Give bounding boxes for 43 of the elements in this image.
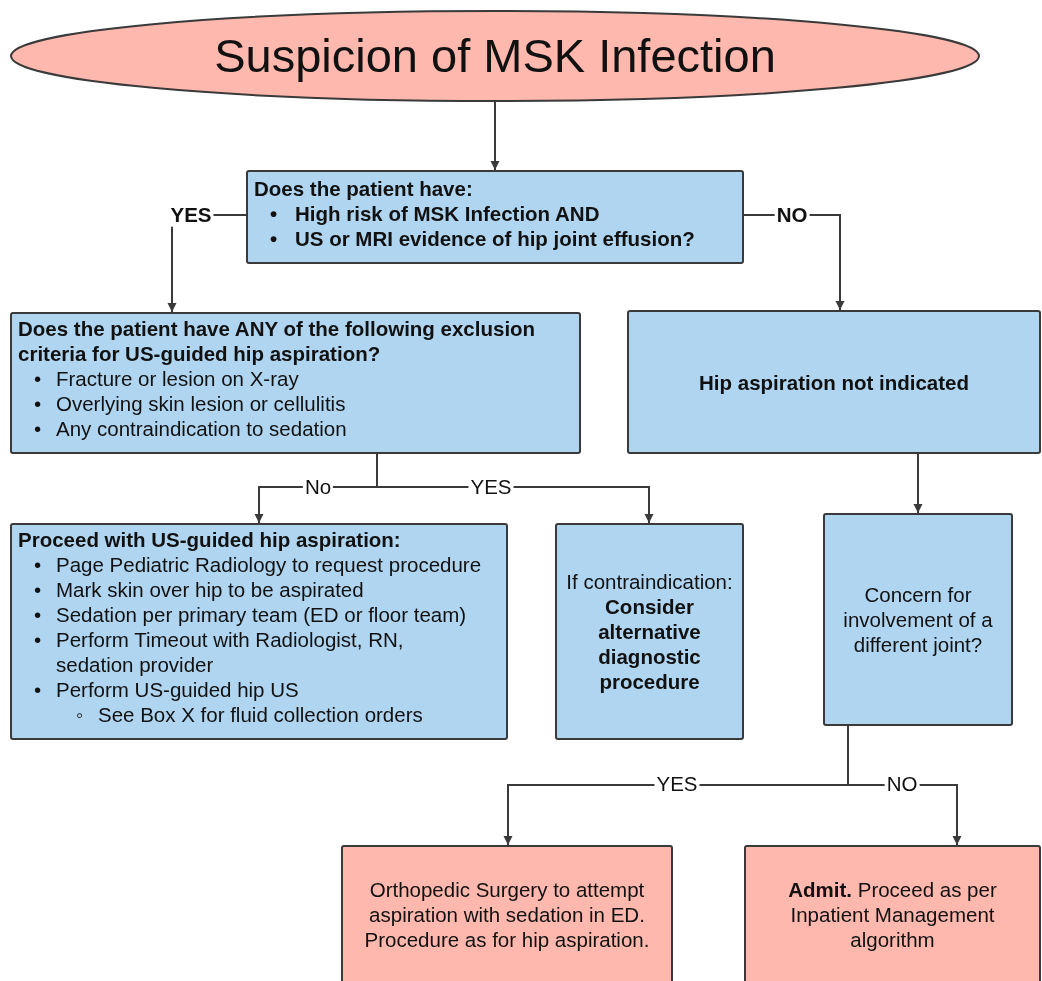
bullet-text: Any contraindication to sedation xyxy=(56,416,347,441)
bullet-marker: • xyxy=(34,678,42,701)
node-text: Admit. Proceed as per Inpatient Management algorithm xyxy=(787,877,998,952)
start-ellipse xyxy=(10,10,980,102)
bullet-marker: • xyxy=(34,417,42,440)
heading-text: Does the patient have: xyxy=(254,176,474,201)
decision-box xyxy=(10,312,581,454)
bullet-text: Sedation per primary team (ED or floor team) xyxy=(56,602,467,627)
node-text: Suspicion of MSK Infection xyxy=(214,28,776,85)
bullet-marker: • xyxy=(34,578,42,601)
bullet-text: Perform Timeout with Radiologist, RN, sedation provider xyxy=(56,627,405,677)
bullet-text: Perform US-guided hip US xyxy=(56,677,299,702)
heading-text: Proceed with US-guided hip aspiration: xyxy=(18,527,402,552)
arrow xyxy=(913,453,923,514)
node-text: Hip aspiration not indicated xyxy=(699,369,969,395)
bullet-marker: ◦ xyxy=(76,703,84,726)
outcome-box xyxy=(627,310,1041,454)
bullet-marker: • xyxy=(34,367,42,390)
bullet-text: Overlying skin lesion or cellulitis xyxy=(56,391,346,416)
bullet-text: Page Pediatric Radiology to request procedure xyxy=(56,552,482,577)
bullet-marker: • xyxy=(270,227,278,250)
outcome-box xyxy=(341,845,673,981)
bullet-marker: • xyxy=(34,628,42,651)
arrow xyxy=(490,101,500,171)
decision-box xyxy=(246,170,744,264)
bullet-text: Mark skin over hip to be aspirated xyxy=(56,577,364,602)
bullet-text: See Box X for fluid collection orders xyxy=(98,702,423,727)
outcome-box xyxy=(744,845,1041,981)
bullet-text: US or MRI evidence of hip joint effusion? xyxy=(295,226,695,251)
heading-text: Does the patient have ANY of the following exclusion criteria for US-guided hip aspiration? xyxy=(18,316,537,366)
process-box xyxy=(10,523,508,740)
decision-box xyxy=(823,513,1013,726)
bullet-marker: • xyxy=(270,202,278,225)
bullet-text: High risk of MSK Infection AND xyxy=(295,201,600,226)
node-text: If contraindication: xyxy=(566,569,733,594)
bullet-marker: • xyxy=(34,553,42,576)
bullet-text: Fracture or lesion on X-ray xyxy=(56,366,299,391)
process-box xyxy=(555,523,744,740)
bullet-marker: • xyxy=(34,392,42,415)
node-text: Consider alternative diagnostic procedure xyxy=(597,594,702,694)
node-text: Orthopedic Surgery to attempt aspiration with sedation in ED. Procedure as for hip aspiration. xyxy=(363,877,651,952)
node-text: Concern for involvement of a different joint? xyxy=(842,582,994,657)
bullet-marker: • xyxy=(34,603,42,626)
